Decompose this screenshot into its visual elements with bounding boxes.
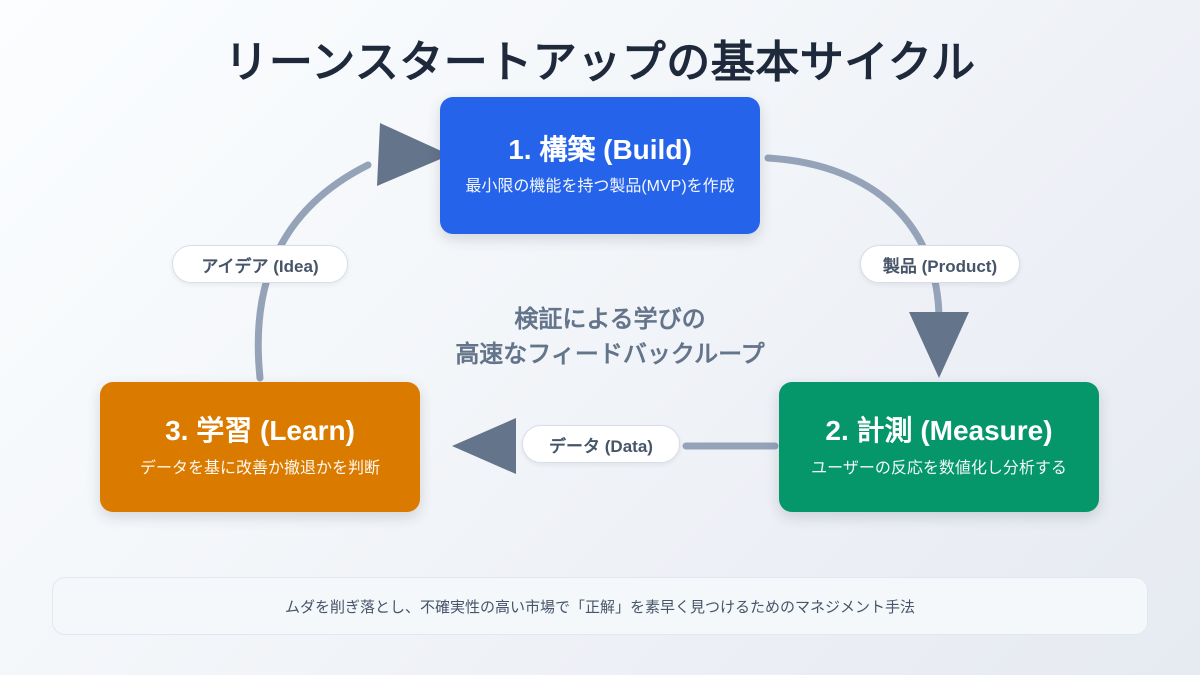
centre-caption-line1: 検証による学びの <box>514 306 706 333</box>
node-measure-title: 2. 計測 (Measure) <box>825 415 1053 446</box>
node-measure-subtitle: ユーザーの反応を数値化し分析する <box>811 459 1067 477</box>
node-learn[interactable]: 3. 学習 (Learn) データを基に改善か撤退かを判断 <box>100 382 420 512</box>
edge-label-data[interactable]: データ (Data) <box>522 425 680 463</box>
edge-label-product[interactable]: 製品 (Product) <box>860 245 1020 283</box>
centre-caption: 検証による学びの 高速なフィードバックループ <box>400 303 820 373</box>
node-measure[interactable]: 2. 計測 (Measure) ユーザーの反応を数値化し分析する <box>779 382 1099 512</box>
node-build-subtitle: 最小限の機能を持つ製品(MVP)を作成 <box>465 178 735 196</box>
arrow-product-head <box>909 312 969 378</box>
arrow-idea-head <box>377 123 450 186</box>
edge-label-idea[interactable]: アイデア (Idea) <box>172 245 348 283</box>
arrow-product-path <box>764 154 943 322</box>
node-build-title: 1. 構築 (Build) <box>508 133 692 165</box>
centre-caption-line2: 高速なフィードバックループ <box>455 340 765 368</box>
footer-note: ムダを削ぎ落とし、不確実性の高い市場で「正解」を素早く見つけるためのマネジメント… <box>52 577 1148 635</box>
node-learn-title: 3. 学習 (Learn) <box>165 415 355 446</box>
node-build[interactable]: 1. 構築 (Build) 最小限の機能を持つ製品(MVP)を作成 <box>440 97 760 234</box>
page-title: リーンスタートアップの基本サイクル <box>224 38 976 87</box>
node-learn-subtitle: データを基に改善か撤退かを判断 <box>139 459 380 477</box>
footer-note-text: ムダを削ぎ落とし、不確実性の高い市場で「正解」を素早く見つけるためのマネジメント… <box>284 598 915 616</box>
arrow-data-head <box>452 418 516 474</box>
